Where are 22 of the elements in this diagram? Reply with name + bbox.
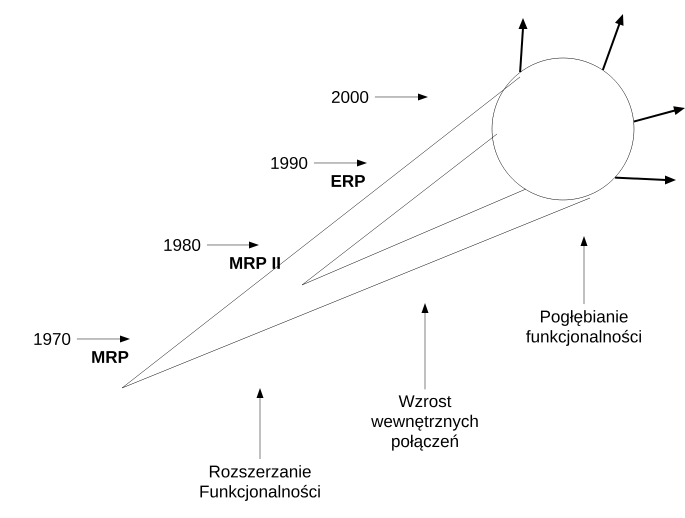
edge-label: MRP II bbox=[230, 257, 280, 269]
circle bbox=[492, 58, 634, 200]
text-label: 2000 bbox=[332, 90, 368, 104]
text-label: Rozszerzanie Funkcjonalności bbox=[200, 465, 320, 501]
arrow bbox=[422, 302, 428, 390]
edge-label: ERP bbox=[332, 175, 365, 187]
arrow bbox=[76, 335, 130, 342]
arrow bbox=[314, 159, 367, 166]
arrow bbox=[256, 388, 264, 460]
arrow bbox=[518, 18, 528, 72]
text-label: 1980 bbox=[164, 238, 200, 251]
arrow bbox=[580, 236, 588, 304]
arrow bbox=[374, 94, 428, 100]
text-label: 1990 bbox=[271, 156, 308, 169]
arrow bbox=[602, 14, 624, 70]
edge-label: MRP bbox=[92, 351, 128, 363]
text-label: Pogłębianie funkcjonalności bbox=[526, 310, 641, 346]
text-label: 1970 bbox=[34, 332, 70, 345]
arrow bbox=[615, 176, 676, 184]
text-label: Wzrost wewnętrznych połączeń bbox=[371, 395, 478, 451]
arrow bbox=[206, 241, 259, 248]
arrow bbox=[634, 106, 685, 122]
